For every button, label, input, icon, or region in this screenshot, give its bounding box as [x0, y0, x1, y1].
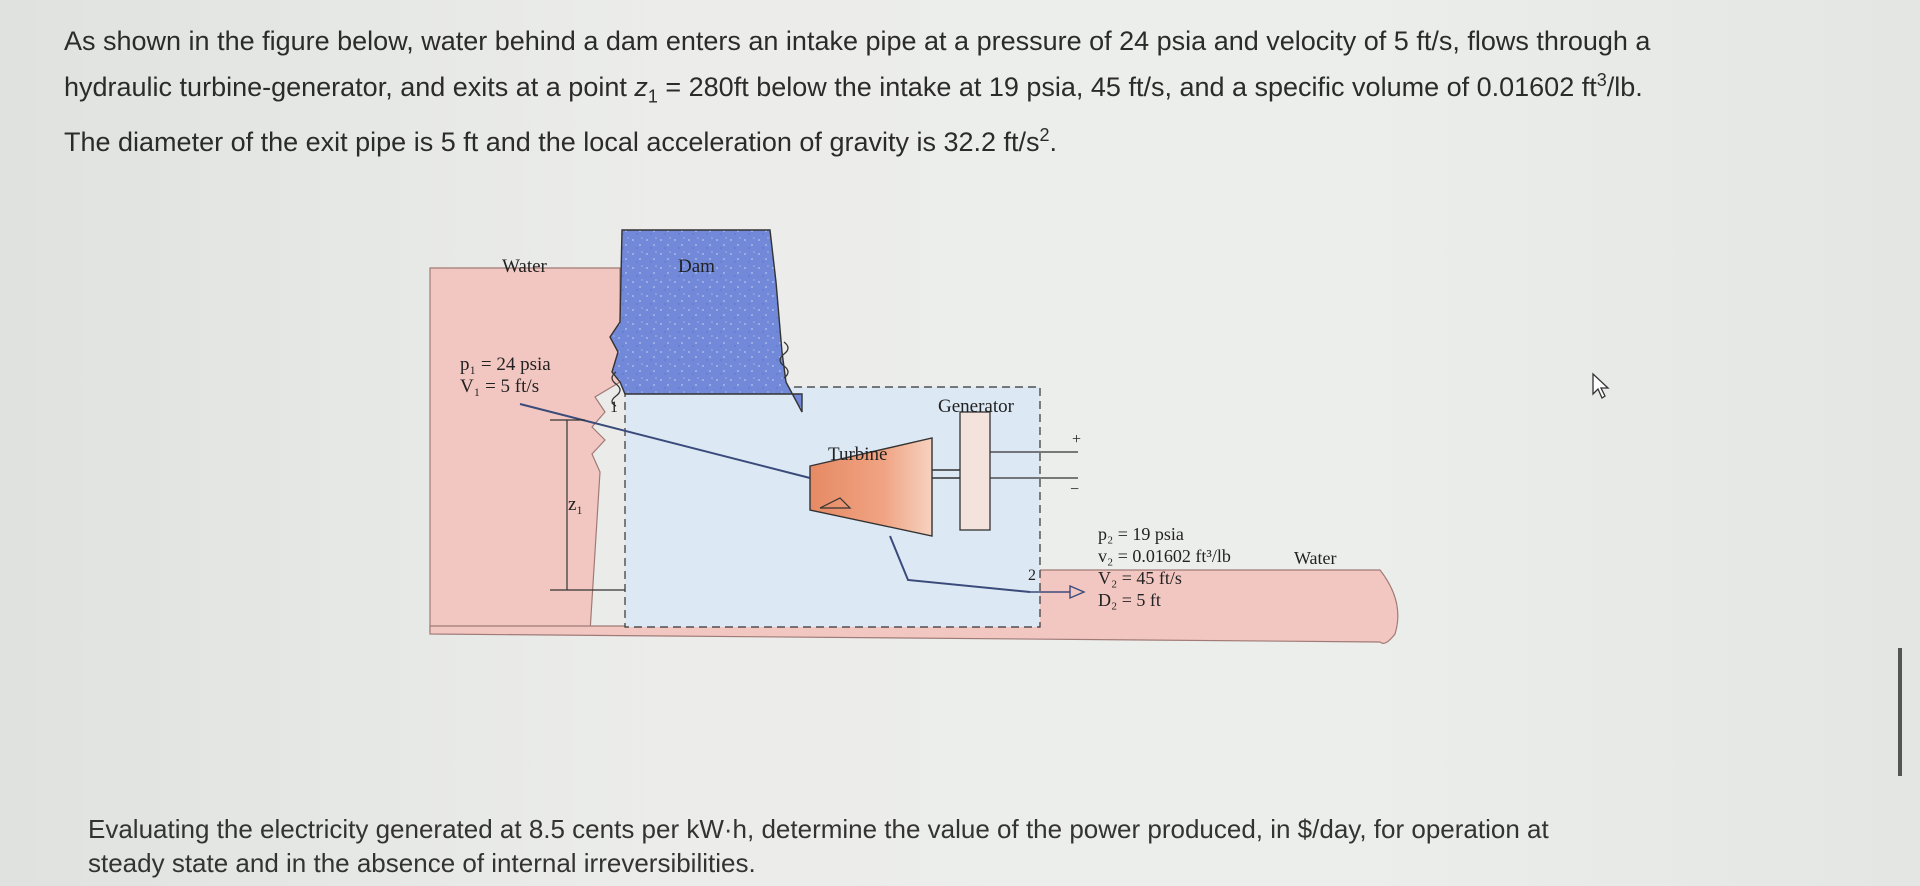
problem-line-3: The diameter of the exit pipe is 5 ft an…: [64, 127, 1040, 158]
state-2-label: 2: [1028, 567, 1036, 584]
problem-line-2c: /lb.: [1606, 72, 1643, 102]
D2-label: D₂ = 5 ft: [1098, 590, 1161, 610]
z1-subscript: 1: [647, 86, 658, 107]
dam-label: Dam: [678, 256, 715, 277]
state-1-label: 1: [610, 399, 618, 416]
turbine-label: Turbine: [828, 444, 887, 465]
question-line-1: Evaluating the electricity generated at …: [88, 814, 1549, 844]
p2-label: p₂ = 19 psia: [1098, 524, 1184, 544]
water-left-label: Water: [502, 256, 548, 277]
p1-label: p₁ = 24 psia: [460, 354, 551, 375]
v2-specific-volume-label: v₂ = 0.01602 ft³/lb: [1098, 546, 1231, 566]
question-statement: Evaluating the electricity generated at …: [88, 812, 1788, 880]
water-reservoir-left: [429, 267, 621, 633]
generator-label: Generator: [938, 396, 1015, 417]
problem-line-1: As shown in the figure below, water behi…: [64, 26, 1651, 56]
dam-break-line: [611, 371, 621, 407]
scrollbar-edge[interactable]: [1898, 648, 1902, 776]
exit-arrowhead: [1069, 584, 1086, 600]
turbine-inlet-arrow: [819, 497, 852, 509]
plus-terminal-label: +: [1072, 431, 1081, 448]
intake-pipe: [519, 403, 811, 479]
generator-box: [959, 411, 991, 531]
V2-label: V₂ = 45 ft/s: [1098, 568, 1182, 588]
s2-superscript: 2: [1039, 125, 1050, 146]
minus-terminal-label: −: [1070, 481, 1079, 498]
problem-line-2a: hydraulic turbine-generator, and exits a…: [64, 72, 635, 102]
dam-turbine-figure: Water Dam p₁ = 24 psia V₁ = 5 ft/s 1 z₁ …: [420, 222, 1420, 752]
outlet-pipe: [889, 535, 1031, 593]
turbine-shape: [809, 437, 933, 537]
figure-svg: Water Dam p₁ = 24 psia V₁ = 5 ft/s 1 z₁ …: [429, 229, 1399, 644]
water-right-label: Water: [1294, 548, 1337, 568]
problem-line-2b: = 280ft below the intake at 19 psia, 45 …: [657, 72, 1597, 102]
mouse-cursor-icon: [1590, 372, 1614, 405]
z1-label: z₁: [568, 494, 583, 515]
v1-label: V₁ = 5 ft/s: [460, 376, 539, 397]
dam-structure: [609, 229, 803, 413]
ft3-superscript: 3: [1596, 70, 1607, 90]
question-line-2: steady state and in the absence of inter…: [88, 848, 756, 878]
dam-right-break-line: [779, 341, 789, 379]
problem-statement: As shown in the figure below, water behi…: [64, 22, 1784, 162]
z1-symbol: z: [634, 72, 648, 102]
problem-line-3-end: .: [1049, 127, 1058, 158]
